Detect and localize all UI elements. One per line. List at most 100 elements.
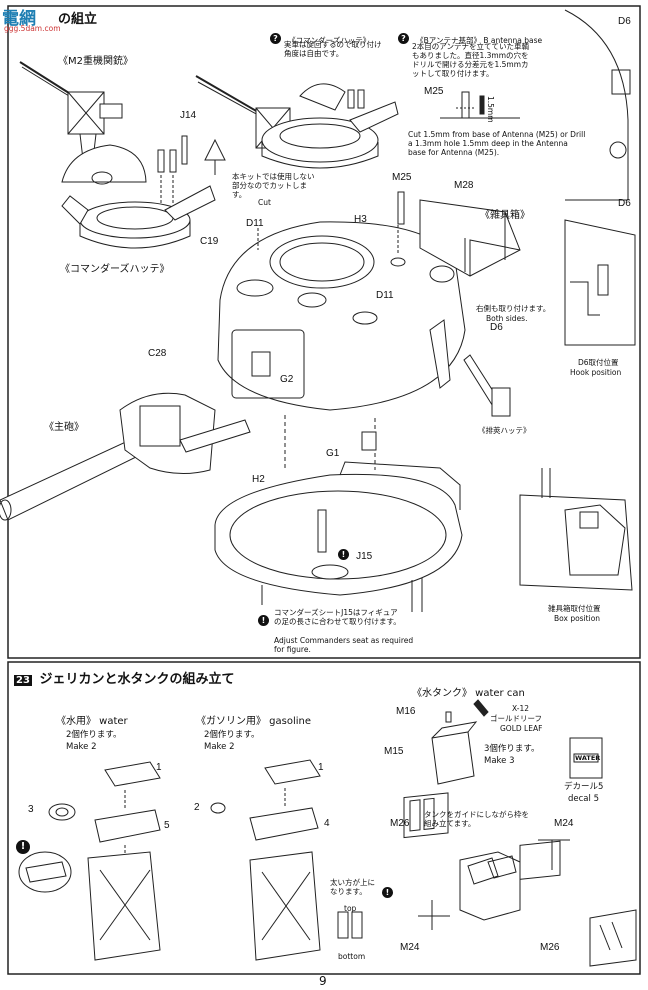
seat-warning-icon-wrap: ! bbox=[258, 610, 271, 629]
right-box-detail-drawing bbox=[519, 468, 633, 591]
watermark-url: ggg.5dam.com bbox=[4, 24, 61, 33]
thick-warning-wrap: ! bbox=[382, 882, 395, 901]
part-d11-a: D11 bbox=[246, 218, 264, 229]
paint-en: GOLD LEAF bbox=[500, 724, 543, 733]
make2-jp: 2個作ります。 bbox=[66, 730, 122, 740]
step22-title: の組立 bbox=[58, 12, 98, 27]
part-g1: G1 bbox=[326, 448, 340, 459]
tool-box-label: 《雑具箱》 bbox=[480, 210, 530, 221]
decal-jp: デカール5 bbox=[564, 782, 604, 792]
hook-position-jp: D6取付位置 bbox=[578, 358, 619, 367]
make3-jp: 3個作ります。 bbox=[484, 744, 540, 754]
antenna-note-jp: 2本目のアンテナを立てていた車輌もありました。直径1.3mmの穴をドリルで開ける… bbox=[412, 42, 529, 78]
make2-en: Make 2 bbox=[66, 742, 97, 752]
cut-note: 本キットでは使用しない部分なのでカットします。 bbox=[232, 172, 315, 199]
water-can-m15-drawing bbox=[431, 699, 489, 785]
part-4: 4 bbox=[324, 818, 330, 829]
page-number: 9 bbox=[319, 974, 327, 988]
decal-word: WATER bbox=[575, 754, 601, 762]
part-d11-b: D11 bbox=[376, 290, 394, 301]
thick-note-block: 太い方が上になります。 bbox=[330, 878, 378, 898]
both-sides-jp: 右側も取り付けます。 bbox=[476, 304, 551, 313]
paint-name: ゴールドリーフ bbox=[490, 714, 543, 723]
commander-hatch-top-label: 《コマンダーズハッテ》 bbox=[288, 36, 371, 45]
box-position-jp: 雑具箱取付位置 bbox=[548, 604, 601, 613]
top-bottom-frames-drawing bbox=[337, 911, 363, 939]
part-m28: M28 bbox=[454, 180, 474, 191]
main-gun-drawing bbox=[0, 392, 251, 521]
warning-icon: ? bbox=[270, 33, 281, 44]
part-1-b: 1 bbox=[318, 762, 324, 773]
top-label: top bbox=[344, 904, 357, 913]
exhaust-hatch-label: 《排莢ハッテ》 bbox=[478, 426, 531, 435]
jerrycan-warning-detail-drawing bbox=[18, 851, 72, 893]
box-position-en: Box position bbox=[554, 614, 601, 623]
part-j14: J14 bbox=[180, 110, 197, 121]
watermark-logo: 電網 bbox=[2, 4, 36, 29]
part-m26-a: M26 bbox=[390, 818, 410, 829]
part-1-a: 1 bbox=[156, 762, 162, 773]
cut-label: Cut bbox=[258, 198, 271, 207]
commander-note: 実車は旋回するので取り付け角度は自由です。 bbox=[284, 40, 382, 58]
part-d6-a: D6 bbox=[618, 16, 631, 27]
warning-icon: ! bbox=[258, 615, 269, 626]
both-sides-en: Both sides. bbox=[486, 314, 528, 323]
step23-title-wrap: 23 ジェリカンと水タンクの組み立て bbox=[14, 668, 234, 687]
part-m25-b: M25 bbox=[392, 172, 412, 183]
make2b-en: Make 2 bbox=[204, 742, 235, 752]
gasoline-label: 《ガソリン用》 gasoline bbox=[196, 716, 312, 727]
part-d6-c: D6 bbox=[490, 322, 503, 333]
commander-hatch-label: 《コマンダーズハッテ》 bbox=[60, 264, 170, 275]
frame-assembly-drawing bbox=[403, 792, 570, 930]
part-m24-a: M24 bbox=[554, 818, 574, 829]
part-g2: G2 bbox=[280, 374, 294, 385]
part-m25-a: M25 bbox=[424, 86, 444, 97]
exhaust-hatch-drawing bbox=[463, 354, 511, 417]
warning-icon: ? bbox=[398, 33, 409, 44]
turret-ring-h2-drawing bbox=[214, 415, 463, 612]
warning-icon: ! bbox=[16, 839, 30, 854]
step23-number: 23 bbox=[14, 675, 32, 686]
antenna-note-en: Cut 1.5mm from base of Antenna (M25) or … bbox=[408, 130, 586, 157]
antenna-detail-drawing bbox=[440, 91, 520, 119]
part-h2: H2 bbox=[252, 474, 265, 485]
seat-note-jp: コマンダーズシートJ15はフィギュアの足の長さに合わせて取り付けます。 bbox=[274, 608, 401, 626]
watermark-text: 電網 bbox=[2, 9, 36, 29]
water-jerrycan-drawing bbox=[48, 761, 161, 961]
warning-icon: ! bbox=[382, 887, 393, 898]
part-3: 3 bbox=[28, 804, 34, 815]
m2-label: 《M2重機関銃》 bbox=[58, 56, 133, 67]
make3-en: Make 3 bbox=[484, 756, 515, 766]
right-hook-detail-drawing bbox=[564, 9, 636, 346]
main-gun-label: 《主砲》 bbox=[44, 422, 84, 433]
part-c28: C28 bbox=[148, 348, 167, 359]
part-c19: C19 bbox=[200, 236, 219, 247]
water-can-label: 《水タンク》 water can bbox=[412, 688, 525, 699]
gasoline-jerrycan-drawing bbox=[210, 759, 321, 961]
part-2: 2 bbox=[194, 802, 200, 813]
antenna-dimension: 1.5mm bbox=[486, 96, 495, 123]
antenna-title: 《Bアンテナ基部》 B antenna base bbox=[416, 36, 543, 45]
part-m16: M16 bbox=[396, 706, 416, 717]
hook-position-en: Hook position bbox=[570, 368, 622, 377]
part-j15-block: ! J15 bbox=[338, 544, 372, 563]
step23-title: ジェリカンと水タンクの組み立て bbox=[39, 672, 235, 687]
part-5: 5 bbox=[164, 820, 170, 831]
bottom-right-frame-drawing bbox=[589, 909, 637, 967]
seat-note-en: Adjust Commanders seat as required for f… bbox=[274, 636, 414, 654]
commander-hatch-left-drawing bbox=[61, 144, 216, 249]
part-m26-b: M26 bbox=[540, 942, 560, 953]
decal-en: decal 5 bbox=[568, 794, 599, 804]
commander-note-block: ? 《コマンダーズハッテ》 bbox=[270, 28, 370, 47]
make2b-jp: 2個作ります。 bbox=[204, 730, 260, 740]
commander-hatch-top-drawing bbox=[195, 75, 399, 169]
j14-parts-drawing bbox=[157, 135, 226, 205]
guide-note: タンクをガイドにしながら枠を組み立てます。 bbox=[424, 810, 529, 828]
water-label: 《水用》 water bbox=[56, 716, 128, 727]
tool-box-m28-drawing bbox=[397, 191, 521, 277]
jerrycan-warning-wrap: ! bbox=[16, 836, 32, 855]
thick-note: 太い方が上になります。 bbox=[330, 878, 375, 896]
m2-machine-gun-drawing bbox=[19, 61, 123, 169]
part-d6-b: D6 bbox=[618, 198, 631, 209]
